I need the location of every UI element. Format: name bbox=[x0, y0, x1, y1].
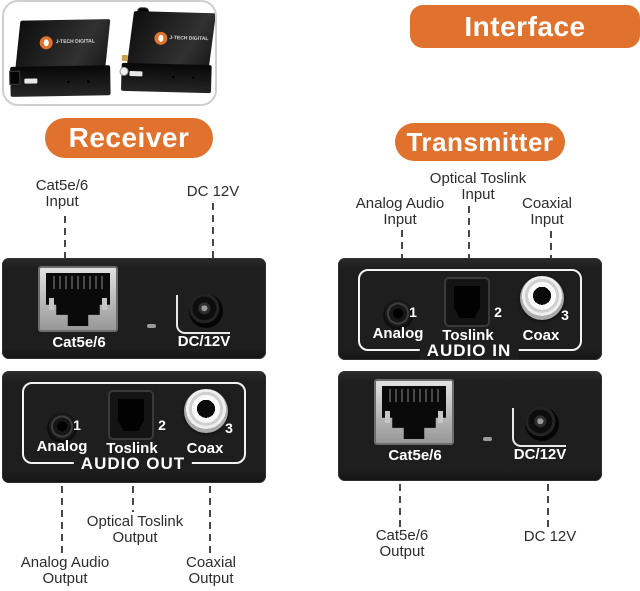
toslink-side-port bbox=[121, 54, 128, 61]
callout-line: Output bbox=[379, 543, 425, 560]
callout-line: Coaxial bbox=[521, 195, 573, 212]
port-label-analog: Analog bbox=[36, 438, 88, 455]
toslink-port bbox=[444, 277, 490, 327]
coax-port bbox=[520, 276, 564, 320]
callout-line: Analog Audio bbox=[20, 554, 110, 571]
callout-line: Output bbox=[112, 529, 158, 546]
brand-logo-icon bbox=[39, 36, 53, 50]
rj45-tab bbox=[438, 411, 443, 423]
leader-line bbox=[550, 231, 552, 258]
analog-jack-port bbox=[47, 413, 77, 443]
rj45-pins bbox=[389, 389, 439, 402]
receiver-title-badge: Receiver bbox=[45, 118, 213, 158]
analog-jack-port bbox=[383, 300, 413, 330]
rj45-side-port bbox=[9, 70, 21, 85]
leader-line bbox=[212, 203, 214, 258]
audio-in-banner: AUDIO IN bbox=[419, 342, 519, 359]
leader-line bbox=[209, 486, 211, 553]
rj45-tab bbox=[385, 411, 390, 423]
rj45-pins bbox=[53, 276, 103, 289]
port-number-2: 2 bbox=[158, 417, 166, 433]
device-front-face bbox=[120, 62, 212, 94]
dc-power-jack bbox=[189, 294, 223, 328]
callout-line: DC 12V bbox=[186, 183, 240, 200]
callout-cat5e6-output: Cat5e/6 Output bbox=[341, 528, 463, 560]
screw-icon bbox=[86, 79, 91, 84]
callout-line: Cat5e/6 bbox=[375, 527, 429, 544]
led-indicator bbox=[147, 324, 156, 328]
brand-text: J-TECH DIGITAL bbox=[169, 35, 209, 43]
rj45-port bbox=[374, 379, 454, 445]
transmitter-audio-panel: 1 2 3 Analog Toslink Coax AUDIO IN bbox=[338, 258, 602, 360]
leader-line bbox=[132, 486, 134, 512]
port-label-coax: Coax bbox=[186, 440, 224, 457]
device-photo-left: J-TECH DIGITAL bbox=[9, 19, 114, 99]
led-indicator bbox=[483, 437, 492, 441]
callout-line: Input bbox=[461, 186, 495, 203]
leader-line bbox=[61, 486, 63, 553]
screw-icon bbox=[171, 75, 176, 80]
front-label-sticker bbox=[24, 78, 38, 84]
leader-line bbox=[399, 484, 401, 527]
callout-optical-toslink-output: Optical Toslink Output bbox=[74, 514, 196, 546]
dc-jack-bracket bbox=[176, 295, 230, 334]
toslink-port bbox=[108, 390, 154, 440]
port-label-dc12v: DC/12V bbox=[513, 446, 567, 463]
callout-line: Input bbox=[530, 211, 564, 228]
interface-badge: Interface bbox=[410, 5, 640, 48]
callout-coaxial-output: Coaxial Output bbox=[150, 555, 272, 587]
toslink-opening bbox=[118, 399, 144, 431]
port-number-1: 1 bbox=[409, 304, 417, 320]
leader-line bbox=[401, 230, 403, 258]
callout-line: Output bbox=[188, 570, 234, 587]
callout-line: Output bbox=[42, 570, 88, 587]
receiver-rj45-panel: Cat5e/6 DC/12V bbox=[2, 258, 266, 359]
callout-line: Input bbox=[45, 193, 79, 210]
callout-analog-audio-input: Analog Audio Input bbox=[339, 196, 461, 228]
port-number-2: 2 bbox=[494, 304, 502, 320]
callout-line: Optical Toslink bbox=[429, 170, 527, 187]
callout-dc12v-top: DC 12V bbox=[163, 184, 263, 200]
leader-line bbox=[547, 484, 549, 527]
port-label-toslink: Toslink bbox=[442, 327, 494, 344]
audio-out-banner: AUDIO OUT bbox=[73, 455, 193, 472]
port-label-cat5e6: Cat5e/6 bbox=[388, 447, 442, 464]
port-label-analog: Analog bbox=[372, 325, 424, 342]
callout-line: Optical Toslink bbox=[86, 513, 184, 530]
port-label-dc12v: DC/12V bbox=[177, 333, 231, 350]
callout-line: Input bbox=[383, 211, 417, 228]
screw-icon bbox=[66, 79, 71, 84]
product-photo: J-TECH DIGITAL J-TECH DIGITAL bbox=[2, 0, 217, 106]
transmitter-rj45-panel: Cat5e/6 DC/12V bbox=[338, 371, 602, 481]
transmitter-title-badge: Transmitter bbox=[395, 123, 565, 161]
dc-power-jack bbox=[525, 407, 559, 441]
callout-coaxial-input: Coaxial Input bbox=[486, 196, 608, 228]
port-label-cat5e6: Cat5e/6 bbox=[52, 334, 106, 351]
device-photo-right: J-TECH DIGITAL bbox=[119, 7, 215, 95]
toslink-opening bbox=[454, 286, 480, 318]
leader-line bbox=[64, 216, 66, 258]
callout-line: DC 12V bbox=[523, 528, 577, 545]
receiver-audio-panel: 1 2 3 Analog Toslink Coax AUDIO OUT bbox=[2, 371, 266, 483]
callout-analog-audio-output: Analog Audio Output bbox=[4, 555, 126, 587]
rj45-tab bbox=[49, 298, 54, 310]
dc-jack-bracket bbox=[512, 408, 566, 447]
callout-line: Cat5e/6 bbox=[35, 177, 89, 194]
port-number-1: 1 bbox=[73, 417, 81, 433]
callout-line: Analog Audio bbox=[355, 195, 445, 212]
port-number-3: 3 bbox=[225, 420, 233, 436]
coax-port bbox=[184, 389, 228, 433]
port-label-coax: Coax bbox=[522, 327, 560, 344]
port-label-toslink: Toslink bbox=[106, 440, 158, 457]
rj45-tab bbox=[102, 298, 107, 310]
front-label-sticker bbox=[129, 71, 143, 77]
callout-line: Coaxial bbox=[185, 554, 237, 571]
callout-cat5e6-input: Cat5e/6 Input bbox=[12, 178, 112, 210]
callout-optical-toslink-input: Optical Toslink Input bbox=[417, 171, 539, 203]
port-number-3: 3 bbox=[561, 307, 569, 323]
rj45-port bbox=[38, 266, 118, 332]
leader-line bbox=[468, 206, 470, 258]
callout-dc12v-bottom: DC 12V bbox=[489, 529, 611, 545]
brand-text: J-TECH DIGITAL bbox=[55, 38, 95, 46]
